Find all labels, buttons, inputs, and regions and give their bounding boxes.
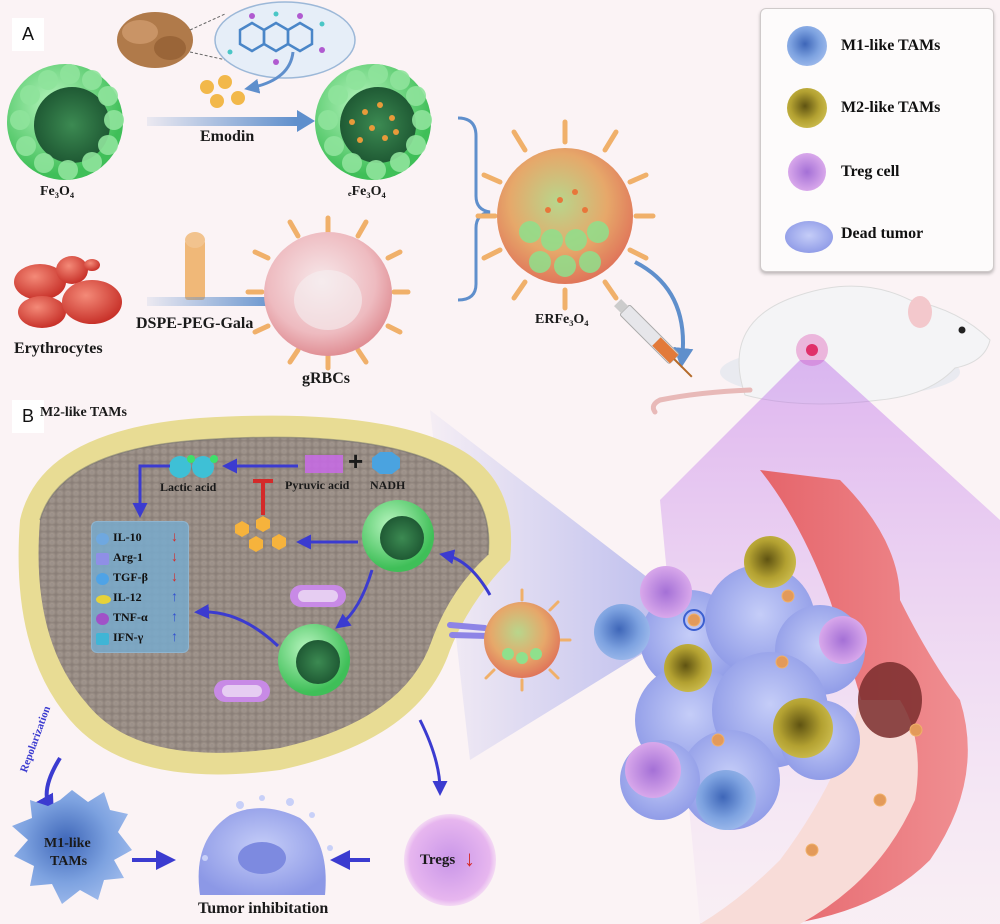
nanoparticles-in-tumor [683,589,923,857]
legend-item-dead-tumor: Dead tumor [761,209,993,259]
dspe-peg-gala-label: DSPE-PEG-Gala [136,315,254,332]
down-arrow-icon: ↓ [171,570,178,585]
down-arrow-icon: ↓ [171,550,178,565]
emodin-arrow-shaft [147,117,297,126]
internalized-nanoparticle-1 [362,500,434,572]
cytokine-row: IFN-γ ↑ [96,630,186,649]
lactate-to-cytokine-arrow [132,464,170,518]
panel-label-a: A [12,18,45,51]
cytokine-row: Arg-1 ↓ [96,550,186,569]
released-emodin [235,516,286,552]
cytokine-row: TGF-β ↓ [96,570,186,589]
legend: M1-like TAMs M2-like TAMs Treg cell Dead… [760,8,994,272]
m2-tam-in-tumor [664,536,833,758]
il10-icon [96,533,109,545]
legend-item-m2: M2-like TAMs [761,83,993,133]
mitochondrion-1 [290,585,346,607]
il12-icon [96,595,111,604]
syringe-icon [614,299,693,378]
degradation-arrow [335,569,374,629]
nadh-label: NADH [370,478,406,492]
up-arrow-icon: ↑ [171,630,178,645]
dead-tumor-cell [198,795,333,895]
nadh-molecule [372,452,400,474]
plus-sign: + [348,446,364,476]
pyruvic-acid-molecule [305,455,343,473]
cytokine-row: IL-10 ↓ [96,530,186,549]
dspe-arrow-shaft [147,297,282,306]
receptor [447,622,491,639]
blood-vessel [700,470,968,924]
emodin-molecule [214,1,356,79]
erythrocytes-image [14,256,122,328]
uptake-arrow [439,549,492,596]
combine-bracket [457,116,491,302]
cytokine-row: TNF-α ↑ [96,610,186,629]
treg-arrow [418,719,448,796]
down-arrow-icon: ↓ [171,530,178,545]
erfe3o4-nanoparticle [475,119,656,311]
panel-label-b: B [12,400,45,433]
zoom-line [189,13,226,31]
tregs-down-arrow-icon: ↓ [464,846,475,871]
molecule-arrow [244,51,295,94]
treg-in-tumor [625,566,867,798]
zoom-line [189,51,236,63]
lactic-acid-label: Lactic acid [160,480,217,494]
m1-tam-cell [12,790,132,904]
emodin-arrow-head [297,110,315,132]
repolarization-arrow [35,756,62,815]
fe3o4-label: Fe₃O₄ [40,184,75,199]
erythrocytes-label: Erythrocytes [14,340,103,357]
legend-label: Treg cell [841,163,900,180]
m1-tam-icon [787,26,827,66]
dead-tumor-icon [785,221,833,253]
m2-tam-icon [787,88,827,128]
cell-title: M2-like TAMs [40,405,127,420]
tregs-label: Tregs [420,852,456,868]
legend-label: M1-like TAMs [841,37,941,54]
m1-cell-label-line1: M1-like [44,836,91,851]
fe3o4-nanoparticle [7,64,124,180]
treg-cell [404,814,496,906]
up-arrow-icon: ↑ [171,610,178,625]
legend-item-m1: M1-like TAMs [761,21,993,71]
mitochondrion-2 [214,680,270,702]
tumor-inhibition-label: Tumor inhibitation [198,900,329,917]
up-arrow-icon: ↑ [171,590,178,605]
legend-label: Dead tumor [841,225,924,242]
cytokine-row: IL-12 ↑ [96,590,186,609]
pyruvic-acid-label: Pyruvic acid [285,478,350,492]
efe3o4-nanoparticle [315,64,432,180]
dspe-peg-gala-molecule [185,232,205,300]
lactic-acid-molecule [169,455,218,478]
legend-item-treg: Treg cell [761,147,993,197]
inhibition-marker [253,479,273,515]
arg1-icon [96,553,109,565]
docking-erfe3o4 [484,588,572,692]
m1-tam-in-tumor [594,604,756,830]
ifng-icon [96,633,109,645]
tgfb-icon [96,573,109,585]
tnfa-icon [96,613,109,625]
legend-label: M2-like TAMs [841,99,941,116]
grbc-vesicle [245,215,411,371]
emodin-plant-source [117,12,193,68]
efe3o4-label: ₑFe₃O₄ [348,184,386,199]
emodin-label: Emodin [200,128,255,145]
erfe3o4-label: ERFe₃O₄ [535,312,589,327]
cytokine-effect-arrow [194,604,280,648]
emodin-drug-dots [200,75,245,108]
cytokine-box: IL-10 ↓ Arg-1 ↓ TGF-β ↓ IL-12 ↑ TNF-α ↑ … [91,521,189,653]
treg-cell-icon [788,153,826,191]
grbcs-label: gRBCs [302,370,351,387]
injection-arrow [634,260,694,368]
m1-cell-label-line2: TAMs [50,854,88,869]
internalized-nanoparticle-2 [278,624,350,696]
